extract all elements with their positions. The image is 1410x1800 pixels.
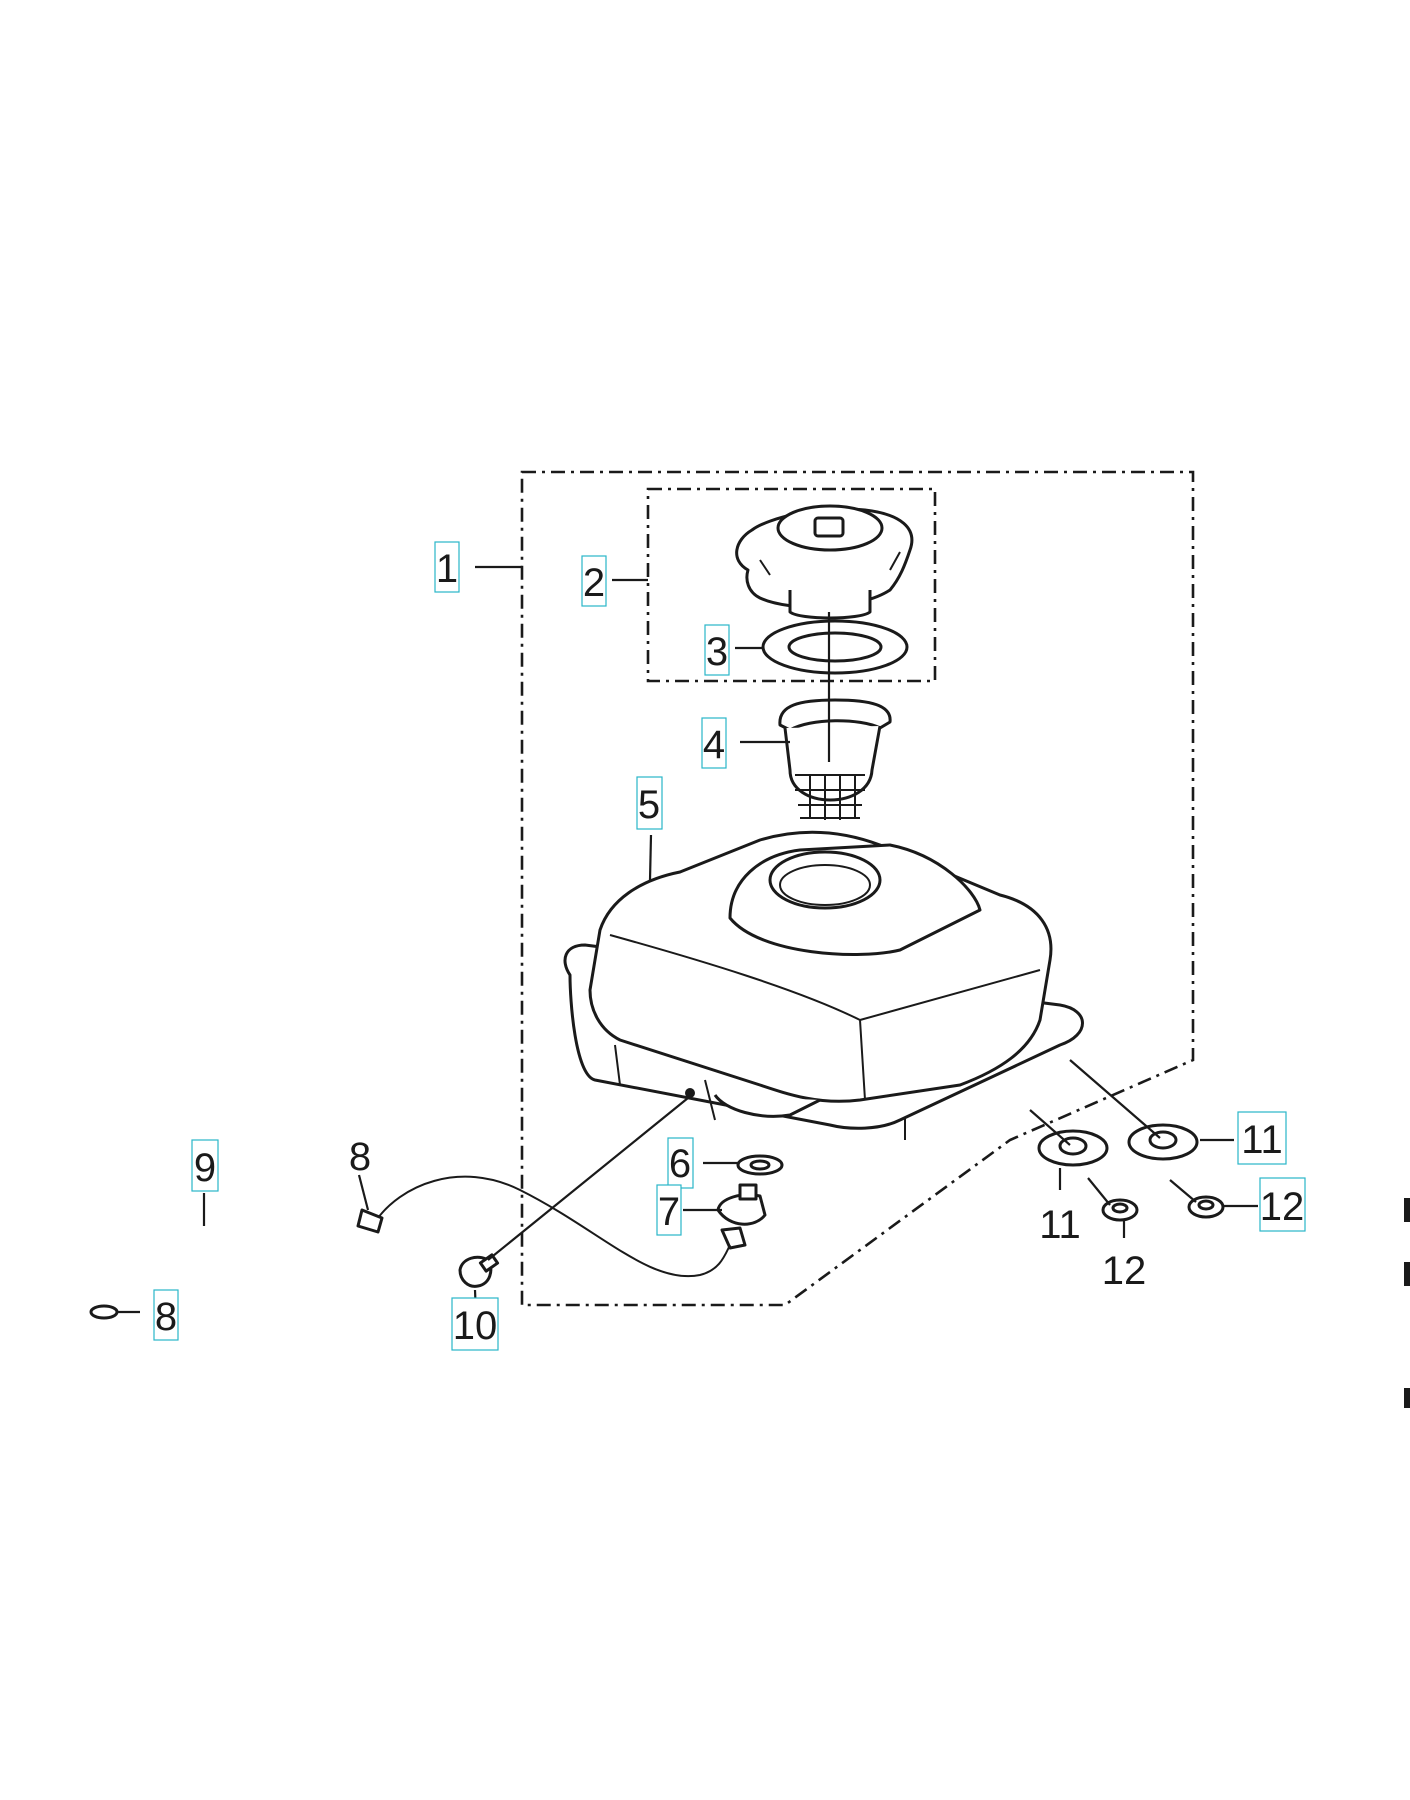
assembly-boundary [520,470,1195,1307]
fuel-cock [716,1183,767,1250]
fuel-strainer [778,698,892,820]
fuel-hose-inner [97,1217,377,1305]
svg-text:8: 8 [349,1135,371,1179]
svg-text:1: 1 [436,547,458,591]
hose-clip-lower [89,1304,119,1320]
callout-6: 6 [667,1137,694,1189]
svg-text:11: 11 [1241,1118,1283,1162]
svg-text:10: 10 [453,1304,498,1348]
fuel-tank [563,830,1084,1140]
fuel-cap [735,504,914,620]
callout-5: 5 [636,776,663,830]
callout-11-plain: 11 [1039,1203,1081,1247]
svg-text:12: 12 [1102,1249,1147,1293]
svg-text:12: 12 [1260,1185,1305,1229]
callout-8-lower: 8 [153,1289,179,1341]
rubber-mount-right [1127,1123,1199,1161]
svg-text:7: 7 [658,1190,680,1234]
rubber-mount-left [1037,1129,1109,1167]
callout-8-upper: 8 [349,1135,371,1179]
svg-text:9: 9 [194,1146,216,1190]
nut-left [1101,1198,1139,1222]
mounting-bolt [458,1253,500,1288]
svg-text:2: 2 [583,561,605,605]
cap-gasket [761,619,909,675]
callout-7: 7 [656,1184,682,1236]
hose-clip-upper [356,1208,384,1234]
callout-3: 3 [704,624,730,676]
svg-text:3: 3 [706,630,728,674]
svg-text:11: 11 [1039,1203,1081,1247]
svg-text:8: 8 [155,1295,177,1339]
callout-10: 10 [451,1297,499,1351]
callout-12-boxed: 12 [1259,1177,1306,1232]
svg-text:4: 4 [703,723,725,767]
callout-2: 2 [581,555,607,607]
callout-1: 1 [434,541,460,593]
edge-artifact-3 [1404,1388,1410,1408]
callout-4: 4 [701,717,727,769]
svg-text:6: 6 [669,1142,691,1186]
callout-12-plain: 12 [1102,1249,1147,1293]
drain-washer [736,1154,784,1176]
svg-text:5: 5 [638,783,660,827]
edge-artifact-1 [1404,1198,1410,1222]
edge-artifact-2 [1404,1262,1410,1286]
fuel-line-to-cock [374,1175,731,1278]
callout-11-boxed: 11 [1237,1111,1287,1165]
callout-9: 9 [191,1139,219,1192]
cap-subassembly-boundary [646,487,937,683]
